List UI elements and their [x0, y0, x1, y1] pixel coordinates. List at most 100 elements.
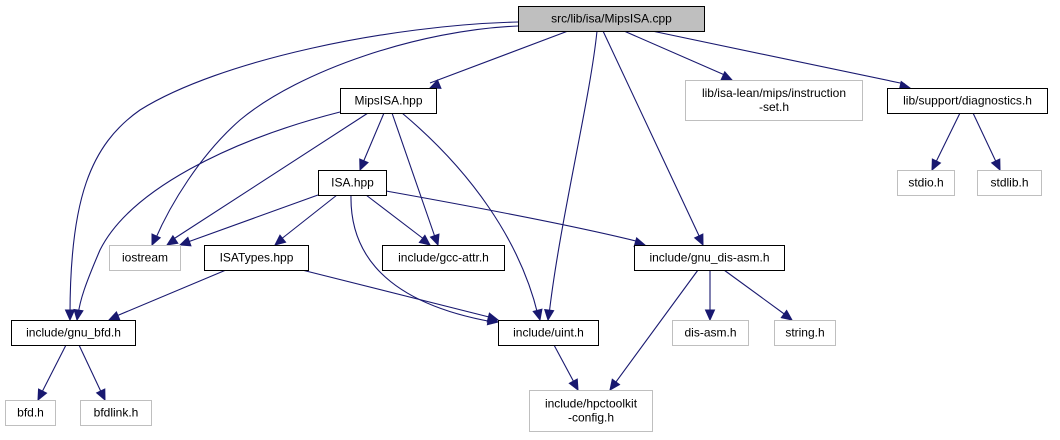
node-box [5, 400, 56, 426]
edge-line [602, 30, 702, 241]
edge-isa-hpp-to-iostream [178, 194, 319, 247]
edge-gnu-dis-asm-h-to-dis-asm-h [704, 270, 716, 322]
edge-line [972, 112, 999, 167]
edge-line [365, 194, 426, 241]
edge-gnu-dis-asm-h-to-hpctoolkit-config-h [609, 269, 699, 391]
node-mipsisa-cpp: src/lib/isa/MipsISA.cpp [518, 6, 705, 32]
node-box [634, 245, 785, 271]
node-box [340, 88, 437, 114]
node-box [897, 170, 955, 196]
node-label: src/lib/isa/MipsISA.cpp [551, 12, 672, 26]
edge-diagnostics-h-to-stdlib-h [972, 112, 1001, 172]
node-box [204, 245, 309, 271]
node-box [11, 320, 136, 346]
edges-layer [37, 21, 1001, 402]
node-uint-h[interactable]: include/uint.h [498, 320, 599, 346]
arrowhead-icon [544, 308, 555, 322]
arrowhead-icon [704, 309, 716, 322]
node-bfd-h: bfd.h [5, 400, 56, 426]
node-box [80, 400, 152, 426]
edge-mipsisa-cpp-to-iostream [151, 25, 519, 247]
arrowhead-icon [165, 234, 179, 246]
node-bfdlink-h: bfdlink.h [80, 400, 152, 426]
node-label: stdlib.h [990, 176, 1028, 190]
edge-mipsisa-cpp-to-gnu-bfd-h [64, 21, 519, 322]
edge-isatypes-hpp-to-gnu-bfd-h [107, 269, 227, 321]
node-string-h: string.h [774, 320, 836, 346]
node-isatypes-hpp[interactable]: ISATypes.hpp [204, 245, 309, 271]
node-mipsisa-hpp[interactable]: MipsISA.hpp [340, 88, 437, 114]
node-box [672, 320, 749, 346]
arrowhead-icon [780, 309, 793, 321]
node-label: dis-asm.h [684, 326, 736, 340]
node-gcc-attr-h[interactable]: include/gcc-attr.h [382, 245, 505, 271]
node-isa-hpp[interactable]: ISA.hpp [318, 170, 387, 196]
node-box [887, 88, 1048, 114]
arrowhead-icon [568, 378, 579, 392]
arrowhead-icon [64, 309, 76, 322]
node-label: include/hpctoolkit [545, 397, 638, 411]
arrowhead-icon [95, 388, 106, 402]
node-label: -set.h [759, 100, 789, 114]
edge-line [401, 112, 539, 316]
edge-mipsisa-cpp-to-uint-h [544, 30, 598, 322]
edge-line [385, 190, 641, 243]
node-label: include/gnu_bfd.h [26, 326, 121, 340]
edge-line [723, 269, 788, 317]
node-label: ISA.hpp [331, 176, 374, 190]
node-iostream: iostream [109, 245, 181, 271]
arrowhead-icon [429, 233, 440, 247]
edge-line [78, 344, 104, 397]
node-box [109, 245, 181, 271]
arrowhead-icon [931, 158, 942, 172]
arrowhead-icon [609, 378, 621, 391]
edge-line [553, 344, 577, 387]
node-box [774, 320, 836, 346]
node-label: -config.h [568, 411, 614, 425]
node-label: include/gcc-attr.h [398, 251, 489, 265]
node-label: string.h [785, 326, 824, 340]
node-label: lib/support/diagnostics.h [903, 94, 1032, 108]
edge-mipsisa-hpp-to-isa-hpp [359, 112, 385, 172]
arrowhead-icon [359, 158, 369, 172]
edge-uint-h-to-hpctoolkit-config-h [553, 344, 579, 392]
nodes-layer: src/lib/isa/MipsISA.cppMipsISA.hpplib/is… [5, 6, 1048, 432]
edge-gnu-bfd-h-to-bfdlink-h [78, 344, 106, 402]
edge-isa-hpp-to-isatypes-hpp [274, 194, 338, 246]
node-diagnostics-h[interactable]: lib/support/diagnostics.h [887, 88, 1048, 114]
edge-line [429, 30, 569, 84]
edge-line [350, 194, 494, 323]
edge-mipsisa-cpp-to-mipsisa-hpp [428, 30, 569, 89]
edge-line [548, 30, 598, 316]
node-stdlib-h: stdlib.h [977, 170, 1042, 196]
arrowhead-icon [151, 233, 162, 247]
node-label: ISATypes.hpp [220, 251, 294, 265]
node-box [685, 80, 863, 121]
node-label: include/gnu_dis-asm.h [649, 251, 769, 265]
edge-line [623, 30, 728, 77]
node-hpctoolkit-config-h: include/hpctoolkit-config.h [529, 390, 653, 432]
edge-line [39, 344, 67, 397]
arrowhead-icon [274, 234, 287, 246]
edge-mipsisa-hpp-to-gcc-attr-h [391, 112, 440, 247]
edge-line [154, 25, 519, 241]
edge-mipsisa-hpp-to-gnu-bfd-h [73, 111, 341, 322]
arrowhead-icon [486, 312, 500, 323]
edge-mipsisa-hpp-to-iostream [165, 112, 369, 246]
node-label: include/uint.h [513, 326, 584, 340]
arrowhead-icon [418, 234, 431, 246]
arrowhead-icon [693, 233, 704, 247]
node-gnu-bfd-h[interactable]: include/gnu_bfd.h [11, 320, 136, 346]
edge-gnu-bfd-h-to-bfd-h [37, 344, 67, 402]
edge-mipsisa-hpp-to-uint-h [401, 112, 543, 322]
node-label: bfd.h [17, 406, 44, 420]
edge-mipsisa-cpp-to-instruction-set-h [623, 30, 734, 81]
edge-line [77, 111, 341, 316]
edge-line [113, 269, 227, 318]
edge-line [651, 30, 906, 85]
node-label: iostream [122, 251, 168, 265]
node-gnu-dis-asm-h[interactable]: include/gnu_dis-asm.h [634, 245, 785, 271]
edge-diagnostics-h-to-stdio-h [931, 112, 961, 172]
edge-line [612, 269, 699, 387]
